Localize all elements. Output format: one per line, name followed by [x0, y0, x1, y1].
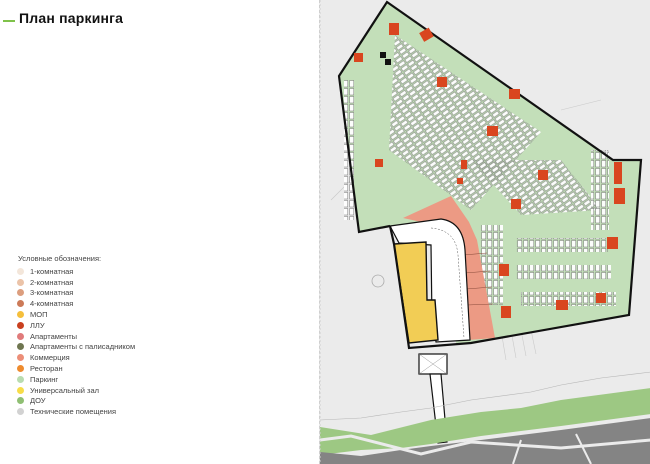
page-title: План паркинга	[3, 10, 123, 26]
legend-swatch-icon	[17, 408, 24, 416]
legend-swatch-icon	[17, 267, 24, 275]
legend-swatch-icon	[17, 354, 24, 362]
crosswalk-lines	[512, 433, 592, 464]
legend-item-parking: Паркинг	[17, 374, 135, 385]
legend-items: 1-комнатная 2-комнатная 3-комнатная 4-ко…	[17, 266, 135, 417]
green-strip	[320, 388, 650, 455]
building-outline	[337, 0, 643, 350]
stair-cores	[380, 52, 391, 65]
legend-swatch-icon	[17, 375, 24, 383]
legend-item-1-room: 1-комнатная	[17, 266, 135, 277]
legend-swatch-icon	[17, 365, 24, 373]
legend-swatch-icon	[17, 386, 24, 394]
commerce-dividers	[462, 252, 494, 306]
legend-item-technical-rooms: Технические помещения	[17, 406, 135, 417]
legend-item-restaurant: Ресторан	[17, 363, 135, 374]
tree-marker	[371, 274, 385, 288]
legend-item-3-room: 3-комнатная	[17, 288, 135, 299]
legend-item-universal-hall: Универсальный зал	[17, 385, 135, 396]
legend-item-kindergarten: ДОУ	[17, 396, 135, 407]
title-accent-line	[3, 20, 15, 22]
legend-panel: План паркинга Условные обозначения: 1-ко…	[0, 0, 319, 464]
legend-swatch-icon	[17, 343, 24, 351]
legend-item-4-room: 4-комнатная	[17, 298, 135, 309]
legend: Условные обозначения: 1-комнатная 2-комн…	[17, 254, 135, 417]
parking-plan-drawing	[320, 0, 650, 464]
legend-swatch-icon	[17, 289, 24, 297]
legend-heading: Условные обозначения:	[18, 254, 102, 263]
legend-swatch-icon	[17, 278, 24, 286]
legend-item-2-room: 2-комнатная	[17, 277, 135, 288]
legend-item-commerce: Коммерция	[17, 352, 135, 363]
road-markings	[320, 434, 650, 456]
legend-item-llu: ЛЛУ	[17, 320, 135, 331]
commerce-area	[403, 196, 495, 340]
legend-swatch-icon	[17, 332, 24, 340]
road	[320, 418, 650, 464]
legend-item-mop: МОП	[17, 309, 135, 320]
legend-item-apartments: Апартаменты	[17, 331, 135, 342]
legend-swatch-icon	[17, 300, 24, 308]
parking-plan-map	[319, 0, 650, 464]
driveway-centerline	[430, 227, 465, 339]
page-title-text: План паркинга	[19, 10, 124, 26]
legend-swatch-icon	[17, 311, 24, 319]
legend-swatch-icon	[17, 397, 24, 405]
llu-blocks	[354, 23, 625, 318]
legend-item-apartments-garden: Апартаменты с палисадником	[17, 342, 135, 353]
legend-swatch-icon	[17, 321, 24, 329]
